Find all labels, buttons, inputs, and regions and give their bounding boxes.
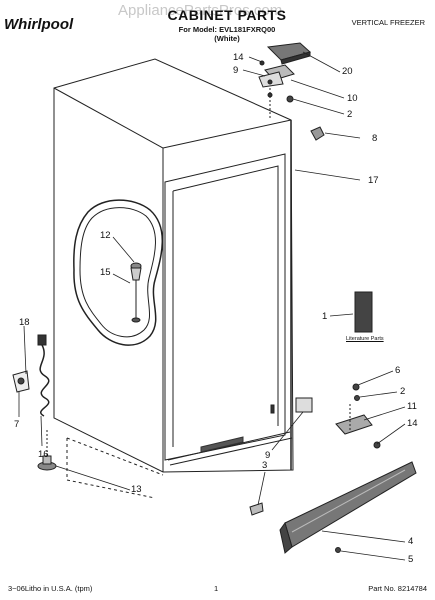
callout-15: 15: [100, 267, 111, 278]
callout-11: 11: [407, 401, 417, 412]
bottom-hinge-parts: [295, 383, 381, 449]
literature-parts-label: Literature Parts: [346, 336, 384, 342]
callout-20: 20: [342, 66, 353, 77]
literature-booklet: [354, 291, 373, 333]
callout-2-top: 2: [347, 109, 353, 120]
callout-18: 18: [19, 317, 30, 328]
top-hinge-parts: [258, 42, 325, 141]
page-number: 1: [214, 584, 219, 593]
leader-lines: [18, 51, 406, 561]
callout-5: 5: [408, 554, 414, 565]
callout-9-top: 9: [233, 65, 239, 76]
callout-2-bottom: 2: [400, 386, 406, 397]
callout-9-bottom: 9: [265, 450, 271, 461]
litho-note: 3−06Litho in U.S.A. (tpm): [8, 584, 93, 593]
brand-logo: Whirlpool: [4, 16, 74, 33]
callout-4: 4: [408, 536, 414, 547]
callout-14-top: 14: [233, 52, 244, 63]
model-info: For Model: EVL181FXRQ00 (White): [151, 25, 303, 43]
cabinet: [53, 58, 294, 473]
drain-tube: [130, 262, 142, 323]
model-number: For Model: EVL181FXRQ00: [178, 25, 276, 34]
part-number: Part No. 8214784: [368, 584, 427, 593]
product-category: VERTICAL FREEZER: [351, 18, 425, 27]
callout-7: 7: [14, 419, 20, 430]
watermark: AppliancePartsPros.com: [118, 2, 283, 19]
power-cord: [12, 334, 50, 417]
base-grille: [249, 461, 417, 554]
callout-3: 3: [262, 460, 268, 471]
model-variant: (White): [214, 34, 240, 43]
callout-1: 1: [322, 311, 328, 322]
callout-14-bottom: 14: [407, 418, 418, 429]
callout-6: 6: [395, 365, 401, 376]
leveling-leg: [37, 430, 57, 471]
callout-16: 16: [38, 449, 49, 460]
callout-12: 12: [100, 230, 111, 241]
callout-13: 13: [131, 484, 142, 495]
callout-8: 8: [372, 133, 378, 144]
callout-17: 17: [368, 175, 379, 186]
cutaway-window: [73, 199, 163, 346]
callout-10: 10: [347, 93, 358, 104]
page-title: CABINET PARTS: [167, 7, 287, 23]
